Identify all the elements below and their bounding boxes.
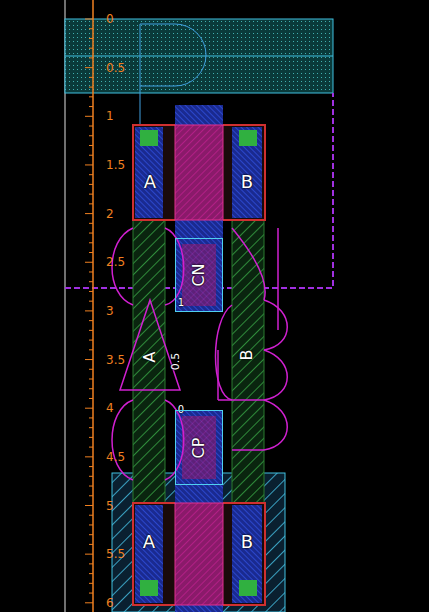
ruler-tick [89,184,93,185]
ruler-tick [89,398,93,399]
ruler-tick [89,252,93,253]
net-name: CP [191,437,207,458]
ruler-number: 3.5 [106,354,125,366]
ruler-number: 3 [106,305,114,317]
ruler-tick [89,573,93,574]
pin-name: B [241,533,253,551]
ruler-tick [89,106,93,107]
ruler-number: 1 [106,110,114,122]
ruler-tick [89,194,93,195]
ruler-tick [85,456,93,457]
ruler-tick [89,233,93,234]
ruler-tick [89,223,93,224]
ruler-tick [85,602,93,603]
ruler-tick [89,28,93,29]
ruler-tick [89,301,93,302]
ruler-tick [89,515,93,516]
callout-number: 1 [178,298,184,308]
ruler-number: 5 [106,500,114,512]
ruler-tick [89,57,93,58]
ruler-tick [89,369,93,370]
poly-contact: CP [175,410,223,485]
ruler-tick [89,174,93,175]
ruler-tick [85,310,93,311]
ruler-tick [89,544,93,545]
pin-name: A [143,533,155,551]
ruler-number: 6 [106,597,114,609]
ruler-number: 4.5 [106,451,125,463]
ruler-tick [89,534,93,535]
ruler-number: 5.5 [106,548,125,560]
ruler-tick [89,466,93,467]
ruler-tick [89,563,93,564]
ruler-tick [85,164,93,165]
ruler-tick [85,408,93,409]
ruler-number: 4 [106,402,114,414]
ruler-tick [85,359,93,360]
ruler-tick [89,271,93,272]
ruler-tick [89,320,93,321]
ruler-tick [89,242,93,243]
ruler-tick [85,67,93,68]
poly-contact: CN [175,238,223,312]
ruler-tick [89,77,93,78]
ruler-tick [85,116,93,117]
net-name: A [142,352,158,363]
ruler-tick [89,388,93,389]
ruler-tick [89,524,93,525]
ruler-tick [85,213,93,214]
pin-name: A [144,173,156,191]
ruler-tick [89,476,93,477]
ruler-number: 2 [106,208,114,220]
ruler-number: 0.5 [106,62,125,74]
net-name: B [239,350,255,361]
net-name: CN [191,263,207,286]
ruler-tick [89,330,93,331]
ruler-number: 0 [106,13,114,25]
ruler-tick [89,486,93,487]
ruler-tick [85,262,93,263]
ruler-tick [89,281,93,282]
ruler-number: 1.5 [106,159,125,171]
ruler-tick [89,96,93,97]
ruler-tick [89,38,93,39]
ruler-tick [89,291,93,292]
ruler-tick [89,379,93,380]
callout-number: 0.5 [171,352,182,370]
ruler-tick [89,48,93,49]
ruler-tick [89,447,93,448]
ruler-tick [89,593,93,594]
ruler-number: 2.5 [106,256,125,268]
ruler-tick [85,554,93,555]
ruler-tick [89,145,93,146]
ruler-tick [89,495,93,496]
ruler-tick [89,349,93,350]
ruler-tick [85,19,93,20]
ruler-tick [89,126,93,127]
ruler-tick [89,427,93,428]
ruler-tick [89,583,93,584]
ruler-tick [89,203,93,204]
ruler-tick [85,505,93,506]
ruler-tick [89,135,93,136]
ruler-tick [89,87,93,88]
ruler-tick [89,417,93,418]
ruler-tick [89,340,93,341]
ruler-tick [89,437,93,438]
ruler-tick [89,155,93,156]
pin-name: B [241,173,253,191]
